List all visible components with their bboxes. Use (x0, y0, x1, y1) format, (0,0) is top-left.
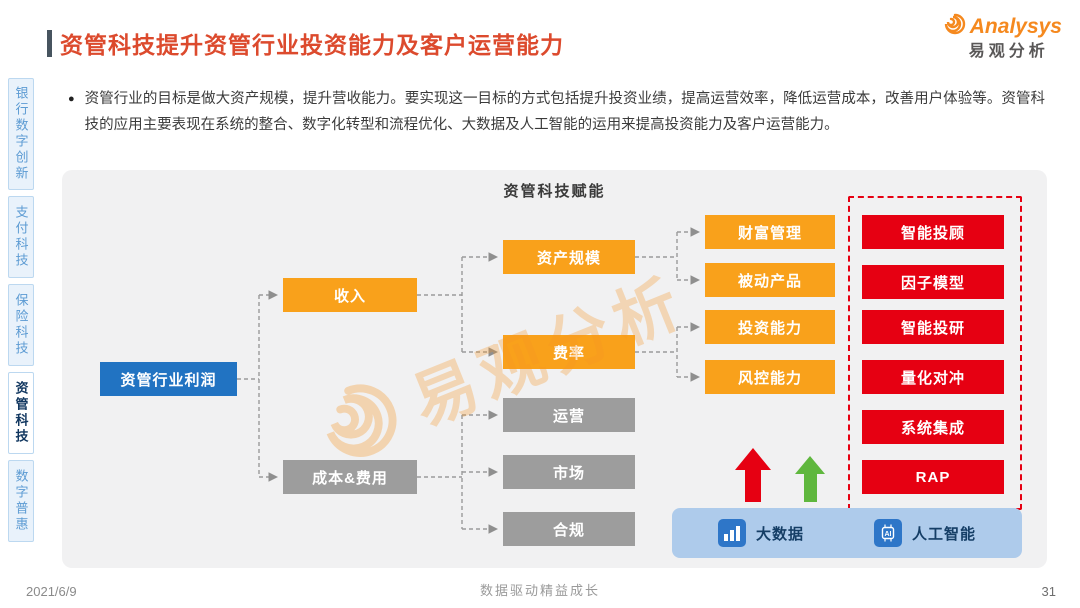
node-operation: 运营 (503, 398, 635, 432)
sidebar-item-label: 数字普惠 (13, 469, 29, 533)
tech-item-system-integration: 系统集成 (862, 410, 1004, 444)
green-up-arrow (795, 456, 825, 502)
sidebar-item-digital-inclusion[interactable]: 数字普惠 (8, 460, 34, 542)
analysys-swirl-icon (943, 12, 967, 41)
title-accent-bar (47, 30, 52, 57)
bullet-marker: ● (68, 93, 75, 105)
sidebar-item-label: 银行数字创新 (13, 86, 29, 182)
node-income: 收入 (283, 278, 417, 312)
node-cost: 成本&费用 (283, 460, 417, 494)
diagram-panel: 资管科技赋能 (62, 170, 1047, 568)
sidebar-item-insurance-tech[interactable]: 保险科技 (8, 284, 34, 366)
node-industry-profit: 资管行业利润 (100, 362, 237, 396)
logo-brand-text: Analysys (969, 14, 1062, 38)
intro-text: 资管行业的目标是做大资产规模，提升营收能力。要实现这一目标的方式包括提升投资业绩… (84, 91, 1045, 133)
intro-paragraph: ● 资管行业的目标是做大资产规模，提升营收能力。要实现这一目标的方式包括提升投资… (68, 86, 1045, 138)
ai-chip-icon: AI (874, 519, 902, 547)
sidebar-item-bank-digital[interactable]: 银行数字创新 (8, 78, 34, 190)
legend-label: 人工智能 (912, 525, 977, 543)
node-fee-rate: 费率 (503, 335, 635, 369)
analysys-logo: Analysys 易观分析 (943, 12, 1062, 60)
logo-brand-cn: 易观分析 (968, 42, 1049, 60)
tech-item-quant-hedge: 量化对冲 (862, 360, 1004, 394)
red-up-arrow (735, 448, 771, 502)
tech-item-rap: RAP (862, 460, 1004, 494)
legend-label: 大数据 (755, 525, 804, 543)
tech-item-smart-advisor: 智能投顾 (862, 215, 1004, 249)
sidebar-item-label: 资管科技 (13, 381, 29, 445)
node-passive-product: 被动产品 (705, 263, 835, 297)
tech-item-factor-model: 因子模型 (862, 265, 1004, 299)
diagram-title: 资管科技赋能 (503, 183, 606, 200)
ai-chip-text: AI (885, 531, 892, 538)
node-wealth-mgmt: 财富管理 (705, 215, 835, 249)
legend-big-data: 大数据 (717, 519, 804, 547)
section-sidebar: 银行数字创新 支付科技 保险科技 资管科技 数字普惠 (8, 78, 34, 542)
sidebar-item-label: 支付科技 (13, 205, 29, 269)
tech-item-smart-research: 智能投研 (862, 310, 1004, 344)
node-compliance: 合规 (503, 512, 635, 546)
footer-page-number: 31 (1041, 584, 1056, 599)
sidebar-item-asset-mgmt-tech[interactable]: 资管科技 (8, 372, 34, 454)
node-asset-scale: 资产规模 (503, 240, 635, 274)
page-title: 资管科技提升资管行业投资能力及客户运营能力 (60, 32, 564, 58)
sidebar-item-label: 保险科技 (13, 293, 29, 357)
sidebar-item-payment-tech[interactable]: 支付科技 (8, 196, 34, 278)
legend-ai: AI 人工智能 (874, 519, 976, 547)
node-risk-control: 风控能力 (705, 360, 835, 394)
tech-legend-bar: 大数据 AI 人工智能 (672, 508, 1022, 558)
footer-slogan: 数据驱动精益成长 (479, 583, 600, 598)
node-market: 市场 (503, 455, 635, 489)
footer-date: 2021/6/9 (26, 584, 77, 599)
bar-chart-icon (717, 519, 746, 547)
node-invest-ability: 投资能力 (705, 310, 835, 344)
